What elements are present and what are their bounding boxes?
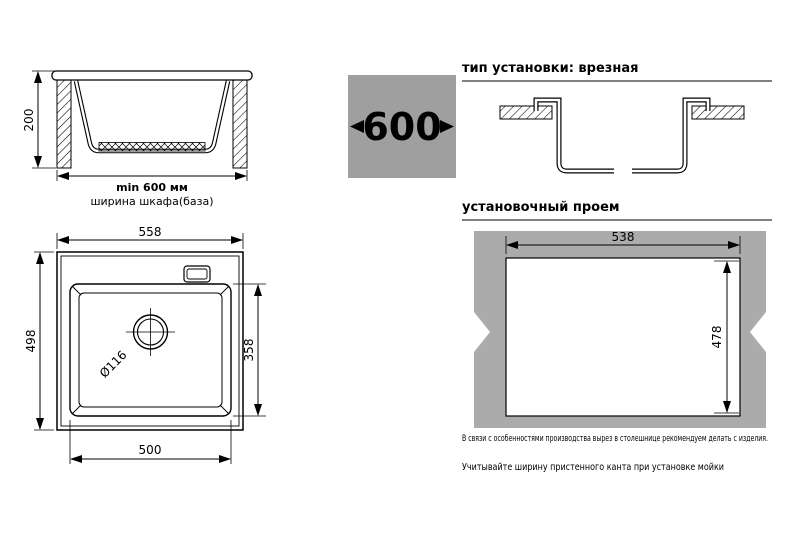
dim-cutout-height: 478 [710, 260, 739, 414]
sink-top-view: 558 498 Ø116 [24, 225, 266, 464]
faucet-hole-inner [186, 268, 208, 280]
countertop-right [691, 105, 745, 120]
bowl-chamfer-br [219, 404, 229, 414]
dim-cutout-width-label: 538 [612, 230, 635, 244]
dim-cabinet-width-label: min 600 мм [116, 181, 188, 194]
countertop-left [499, 105, 553, 120]
cabinet-left-panel [56, 79, 72, 169]
dim-cutout-width: 538 [505, 230, 741, 254]
opening-title: установочный проем [462, 200, 620, 215]
dim-bowl-width: 500 [69, 420, 232, 464]
arrow-right-icon [440, 120, 454, 133]
install-type-title: тип установки: врезная [462, 61, 638, 76]
sink-bowl-profile [73, 80, 231, 154]
dim-outer-height: 498 [24, 251, 54, 431]
footer-note: Учитывайте ширину пристенного канта при … [462, 462, 724, 473]
sink-rim-profile [51, 70, 253, 81]
bowl-inner [78, 292, 223, 408]
dim-cutout-height-label: 478 [710, 326, 724, 349]
dim-outer-width-label: 558 [139, 225, 162, 239]
inset-profile-left-inner [534, 98, 614, 173]
inset-profile-right-inner [632, 98, 710, 173]
faucet-hole-outer [183, 265, 211, 283]
sink-bottom-hatch [98, 142, 206, 152]
dim-bowl-width-label: 500 [139, 443, 162, 457]
bowl-chamfer-bl [72, 404, 82, 414]
opening-note: В связи с особенностями производства выр… [462, 434, 768, 444]
dim-cabinet-height: 200 [22, 70, 56, 169]
dim-bowl-height-label: 358 [242, 339, 256, 362]
cabinet-right-panel [232, 79, 248, 169]
install-type-section: тип установки: врезная [462, 61, 772, 174]
bowl-chamfer-tl [72, 286, 82, 296]
cutout-rect [505, 257, 741, 417]
bowl-chamfer-tr [219, 286, 229, 296]
cabinet-caption: ширина шкафа(база) [90, 195, 213, 208]
dim-outer-height-label: 498 [24, 330, 38, 353]
size-badge: 600 [348, 75, 456, 178]
dim-cabinet-width: min 600 мм ширина шкафа(база) [56, 170, 248, 208]
size-badge-box [348, 75, 456, 178]
sink-bowl-profile-inner [74, 80, 230, 153]
sink-outer-rect-inner [60, 255, 240, 427]
opening-section: установочный проем 538 478 В связи с осо… [462, 200, 772, 444]
size-badge-value: 600 [362, 105, 441, 149]
dim-outer-width: 558 [56, 225, 244, 249]
cabinet-section-view: 200 min 600 мм ширина шкафа(база) [22, 70, 253, 208]
dim-bowl-height: 358 [233, 283, 266, 417]
arrow-left-icon [350, 120, 364, 133]
dim-cabinet-height-label: 200 [22, 109, 36, 132]
